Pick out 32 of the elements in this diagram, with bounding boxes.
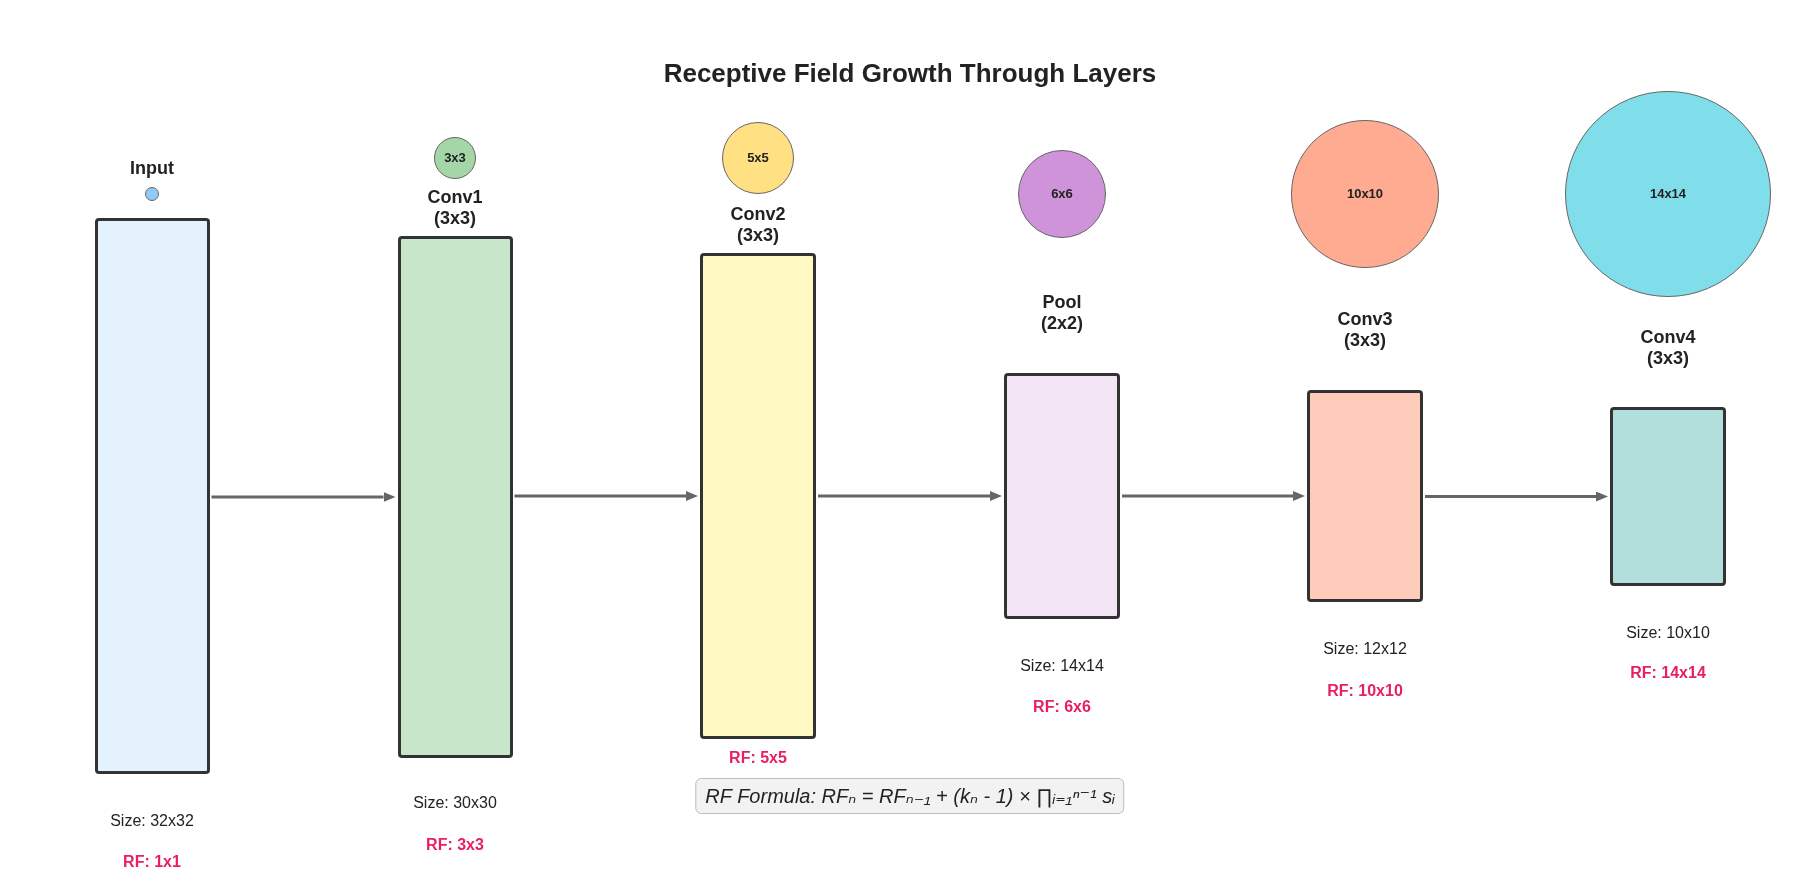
layer-name: Input: [130, 158, 174, 179]
layer-name: Conv3 (3x3): [1337, 309, 1393, 351]
receptive-field-text: RF: 6x6: [1033, 697, 1091, 717]
feature-size-text: Size: 12x12: [1323, 639, 1407, 659]
feature-size-text: Size: 10x10: [1626, 623, 1710, 643]
layer-name: Pool (2x2): [1041, 292, 1083, 334]
formula-text: RF Formula: RFₙ = RFₙ₋₁ + (kₙ - 1) × ∏ᵢ₌₁ⁿ⁻¹ sᵢ: [705, 784, 1115, 809]
receptive-field-text: RF: 10x10: [1327, 681, 1403, 701]
receptive-field-text: RF: 1x1: [123, 852, 181, 872]
receptive-field-text: RF: 5x5: [729, 748, 787, 768]
layer-name: Conv2 (3x3): [730, 204, 786, 246]
receptive-field-size: 3x3: [444, 150, 466, 166]
feature-size-text: Size: 32x32: [110, 811, 194, 831]
receptive-field-size: 10x10: [1346, 186, 1384, 202]
feature-size-text: Size: 14x14: [1020, 656, 1104, 676]
receptive-field-circle: [145, 187, 159, 201]
arrow: [514, 491, 698, 501]
receptive-field-text: RF: 14x14: [1630, 663, 1706, 683]
arrow: [1425, 491, 1608, 502]
formula-box: [695, 778, 1125, 814]
receptive-field-text: RF: 3x3: [426, 835, 484, 855]
diagram-title: Receptive Field Growth Through Layers: [663, 58, 1157, 88]
layer-name: Conv1 (3x3): [427, 187, 483, 229]
receptive-field-circle: [434, 137, 476, 179]
arrow: [211, 492, 396, 502]
receptive-field-size: 6x6: [1051, 186, 1073, 202]
receptive-field-size: 5x5: [747, 150, 769, 166]
receptive-field-size: 14x14: [1649, 186, 1687, 202]
feature-size-text: Size: 30x30: [413, 793, 497, 813]
layer-name: Conv4 (3x3): [1640, 327, 1696, 369]
arrow: [1122, 491, 1305, 501]
arrow: [818, 491, 1002, 501]
